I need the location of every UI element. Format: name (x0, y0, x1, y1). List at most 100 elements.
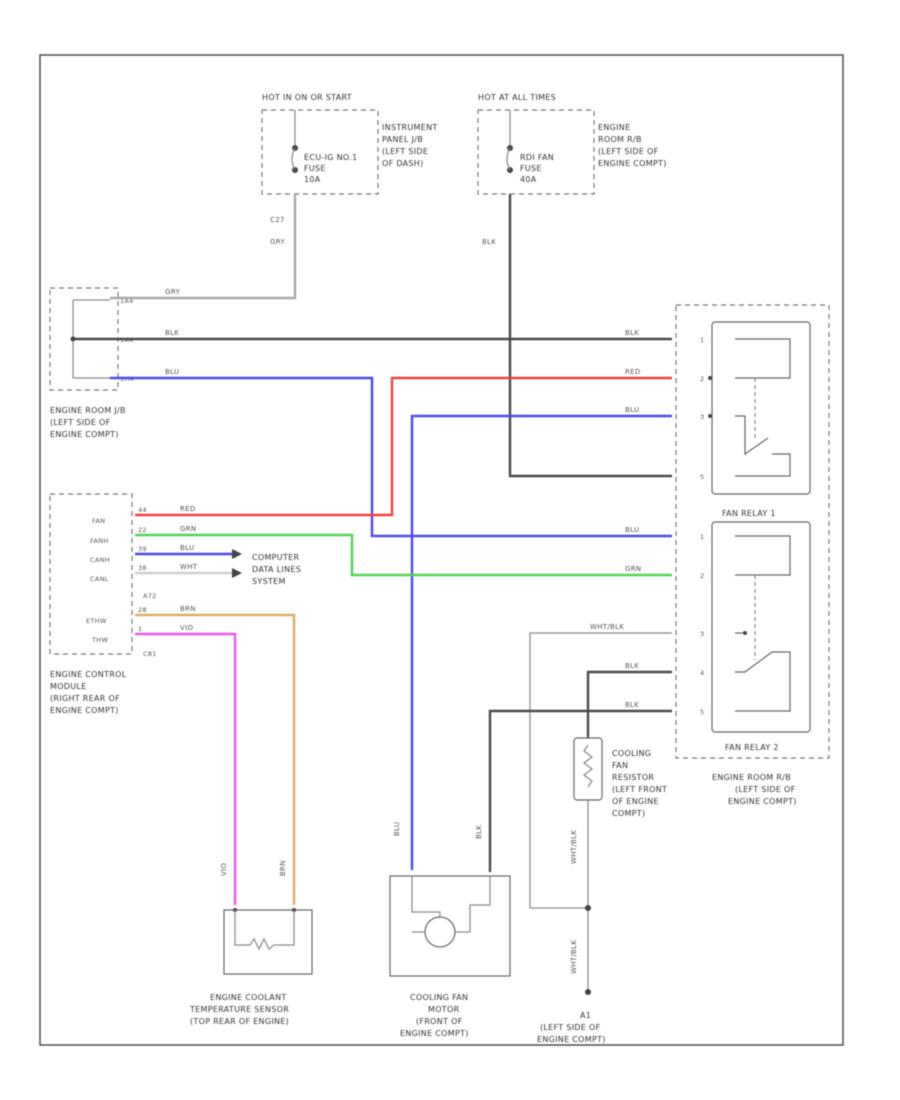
wire-label-whtblk-ground-1: WHT/BLK (570, 830, 578, 864)
fan-relay-2-label: FAN RELAY 2 (725, 743, 779, 752)
resistor-label-5: OF ENGINE (612, 797, 659, 806)
engine-room-rb-top-loc-1: ENGINE (598, 123, 630, 132)
ecm-loc-2: MODULE (50, 682, 87, 691)
engine-room-rb-loc-1: ENGINE ROOM R/B (712, 773, 791, 782)
ecm-loc-3: (RIGHT REAR OF (50, 694, 120, 703)
engine-room-jb-loc-3: ENGINE COMPT) (50, 430, 119, 439)
resistor-label-6: COMPT) (612, 809, 645, 818)
ecm-connector-c81: C81 (143, 650, 157, 658)
wire-label-blu-r1: BLU (625, 406, 639, 414)
ecu-ig-fuse-line-2: FUSE (304, 164, 326, 173)
ecm-pin-fan: FAN (92, 517, 105, 525)
engine-room-rb-top-loc-3: (LEFT SIDE OF (598, 147, 659, 156)
ecm-connector-a72: A72 (143, 592, 157, 600)
engine-room-rb-box (675, 304, 830, 759)
wire-black-batt (508, 194, 672, 478)
ecm-pin-canh: CANH (90, 556, 110, 564)
hot-at-all-times-title: HOT AT ALL TIMES (478, 93, 556, 102)
ecm-pin-fanh: FANH (90, 537, 109, 545)
wire-label-red-ecm: RED (180, 505, 196, 513)
wire-label-blu-motor: BLU (393, 822, 401, 836)
instrument-panel-jb-box (261, 109, 379, 195)
fan-relay-2 (711, 521, 811, 733)
wire-label-blu-jb: BLU (165, 368, 179, 376)
relay2-pin-3: 3 (700, 630, 704, 638)
fan-relay-1-label: FAN RELAY 1 (722, 509, 776, 518)
ecm-pin-no-7: 1 (138, 625, 142, 633)
wire-black-resistor (586, 670, 672, 738)
relay1-pin-1: 1 (700, 336, 704, 344)
data-lines-2: DATA LINES (252, 565, 301, 574)
wire-label-blk-r1: BLK (625, 329, 639, 337)
relay1-pin-3: 3 (700, 413, 704, 421)
ecm-loc-1: ENGINE CONTROL (50, 670, 127, 679)
instrument-panel-jb-loc-4: OF DASH) (382, 159, 424, 168)
ect-sensor-label-2: TEMPERATURE SENSOR (189, 1005, 289, 1014)
relay2-pin-2: 2 (700, 572, 704, 580)
ground-label-2: (LEFT SIDE OF (540, 1023, 601, 1032)
fan-motor-label-3: (FRONT OF (416, 1017, 463, 1026)
instrument-panel-jb-loc-3: (LEFT SIDE (382, 147, 428, 156)
relay2-pin-1: 1 (700, 533, 704, 541)
cooling-fan-motor: COOLING FAN MOTOR (FRONT OF ENGINE COMPT… (389, 875, 511, 1038)
wire-label-vio-ecm: VIO (180, 624, 193, 632)
resistor-label-2: FAN (612, 761, 628, 770)
relay2-pin-5: 5 (700, 708, 704, 716)
wire-label-blk-r2-3: BLK (625, 701, 639, 709)
canh-arrow (232, 549, 242, 559)
resistor-body (573, 737, 603, 801)
wire-orange-ethw (135, 613, 296, 905)
cooling-fan-resistor: COOLING FAN RESISTOR (LEFT FRONT OF ENGI… (573, 737, 667, 818)
engine-room-rb-top-box (477, 109, 595, 195)
wire-label-grn-r2: GRN (625, 565, 641, 573)
diagram-frame (39, 54, 844, 1046)
instrument-panel-jb-loc-1: INSTRUMENT (382, 123, 438, 132)
resistor-label-4: (LEFT FRONT (612, 785, 667, 794)
hot-in-on-fuse-box: HOT IN ON OR START ECU-IG NO.1 FUSE 10A … (261, 93, 438, 195)
wire-label-vio-sensor: VIO (220, 863, 228, 876)
ecm-box (49, 493, 133, 655)
engine-control-module: FAN FANH CANH CANL ETHW THW 44 22 39 38 … (49, 493, 157, 715)
ecm-pin-no-4: 38 (138, 564, 147, 572)
wire-label-grn-ecm: GRN (180, 525, 196, 533)
wire-green-fanh (135, 533, 672, 577)
wire-label-blk-jb: BLK (165, 329, 179, 337)
fan-motor-icon (424, 916, 456, 948)
wire-blue-motor (410, 414, 672, 870)
ect-sensor-body (223, 909, 313, 975)
wire-label-c27: C27 (270, 216, 285, 224)
ecm-pin-canl: CANL (90, 575, 109, 583)
resistor-label-3: RESISTOR (612, 773, 654, 782)
engine-room-rb-top-loc-2: ROOM R/B (598, 135, 642, 144)
relay1-pin-5: 5 (700, 473, 704, 481)
fan-motor-label-1: COOLING FAN (410, 993, 468, 1002)
wire-label-blk-batt: BLK (482, 238, 496, 246)
ground-label-3: ENGINE COMPT) (537, 1035, 606, 1044)
data-lines-1: COMPUTER (252, 553, 300, 562)
canl-arrow (232, 568, 242, 578)
engine-room-jb-loc-2: (LEFT SIDE OF (50, 418, 111, 427)
wire-pink-thw (135, 632, 237, 905)
fan-motor-label-2: MOTOR (428, 1005, 460, 1014)
rdi-fan-fuse-line-2: FUSE (520, 164, 542, 173)
ect-sensor-label-3: (TOP REAR OF ENGINE) (190, 1017, 289, 1026)
ecm-loc-4: ENGINE COMPT) (50, 706, 119, 715)
instrument-panel-jb-loc-2: PANEL J/B (382, 135, 423, 144)
fan-motor-body (389, 875, 511, 977)
fan-relay-1 (711, 321, 811, 495)
wire-label-blu-r2: BLU (625, 526, 639, 534)
ground-splice (585, 905, 591, 911)
ecm-pin-no-1: 44 (138, 506, 147, 514)
ground-a1: A1 (LEFT SIDE OF ENGINE COMPT) (537, 1011, 606, 1044)
wire-gray-ig (110, 194, 297, 300)
engine-room-rb-relays: 1 2 3 5 FAN RELAY 1 1 2 3 4 5 FAN RELAY … (675, 304, 830, 806)
data-lines-3: SYSTEM (252, 577, 286, 586)
engine-room-rb-loc-3: ENGINE COMPT) (728, 797, 797, 806)
ecm-pin-ethw: ETHW (86, 617, 107, 625)
wire-label-gry-2: GRY (165, 288, 180, 296)
engine-room-jb-loc-1: ENGINE ROOM J/B (50, 406, 126, 415)
ecm-pin-no-3: 39 (138, 545, 147, 553)
wire-black-motor (488, 709, 672, 872)
engine-room-rb-top-loc-4: ENGINE COMPT) (598, 159, 667, 168)
